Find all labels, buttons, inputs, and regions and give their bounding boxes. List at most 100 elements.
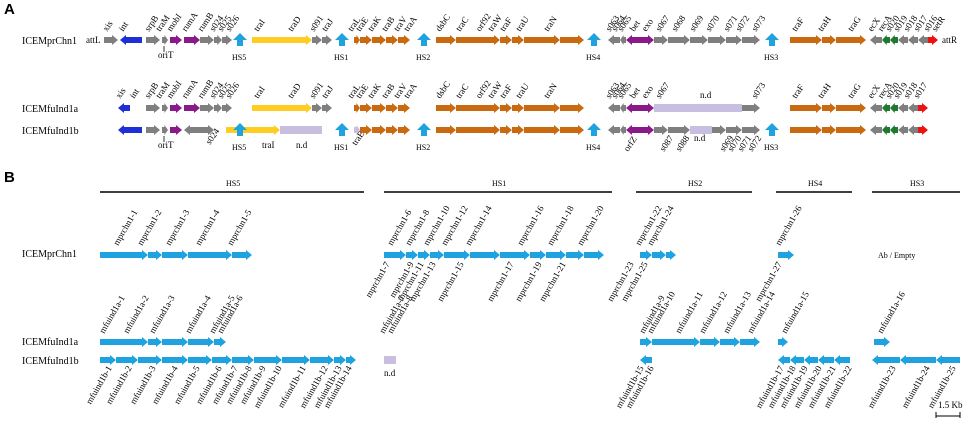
gene-arrow [652, 250, 666, 260]
hotspot-arrow [587, 33, 601, 46]
gene-arrow [900, 355, 936, 365]
gene-arrow [436, 125, 456, 135]
gene-label: s088 [673, 133, 691, 153]
hotspot-label: HS1 [334, 53, 348, 62]
gene-arrow [212, 355, 232, 365]
hotspot-arrow [335, 33, 349, 46]
gene-arrow [790, 35, 822, 45]
gene-label: s070 [703, 13, 721, 33]
gene-label: mprchn1-4 [193, 207, 222, 247]
gene-label: traU [513, 14, 531, 33]
gene-arrow [372, 103, 386, 113]
gene-arrow [742, 125, 760, 135]
gene-arrow [148, 337, 162, 347]
gene-arrow [620, 103, 626, 113]
gene-arrow [146, 35, 160, 45]
gene-arrow [712, 125, 726, 135]
gene-label: traH [815, 81, 833, 100]
gene-arrow [430, 250, 444, 260]
gene-arrow [822, 125, 836, 135]
gene-arrow [500, 125, 512, 135]
gene-arrow [188, 355, 212, 365]
gene-label: traD [285, 14, 303, 33]
gene-label: rumA [179, 77, 200, 100]
gene-label: mfuind1b-23 [866, 364, 898, 410]
nd-label: n.d [296, 140, 308, 150]
gene-arrow [184, 35, 200, 45]
gene-label: mprchn1-16 [515, 203, 546, 247]
gene-arrow [512, 103, 524, 113]
gene-arrow [882, 103, 890, 113]
gene-arrow [512, 35, 524, 45]
gene-arrow [200, 103, 214, 113]
region-label: HS5 [226, 179, 240, 188]
gene-arrow [200, 35, 214, 45]
oriT-label: oriT [158, 140, 174, 150]
gene-arrow [608, 35, 620, 45]
gene-arrow [872, 355, 900, 365]
panel-label-b: B [4, 169, 15, 186]
gene-arrow [312, 35, 322, 45]
gene-arrow [918, 103, 928, 113]
gene-arrow [836, 103, 866, 113]
gene-arrow [898, 125, 908, 135]
gene-arrow [898, 103, 908, 113]
hotspot-arrow [765, 33, 779, 46]
gene-arrow [470, 250, 500, 260]
gene-arrow [360, 125, 372, 135]
gene-arrow [322, 103, 332, 113]
empty-label: Ab / Empty [878, 251, 915, 260]
gene-label: mprchn1-18 [545, 203, 576, 247]
region-label: HS3 [910, 179, 924, 188]
gene-arrow [232, 250, 252, 260]
gene-arrow [908, 103, 918, 113]
gene-arrow [118, 103, 130, 113]
gene-arrow [222, 103, 232, 113]
gene-arrow [372, 35, 386, 45]
gene-arrow [200, 125, 214, 135]
gene-arrow [444, 250, 470, 260]
gene-arrow [918, 35, 928, 45]
gene-arrow [346, 355, 356, 365]
gene-arrow [100, 355, 116, 365]
gene-arrow [560, 103, 584, 113]
not-determined-block [654, 104, 742, 112]
gene-arrow [310, 355, 334, 365]
scale-label: 1.5 Kb [938, 400, 963, 410]
gene-arrow [354, 35, 360, 45]
gene-arrow [500, 250, 530, 260]
gene-label: traG [845, 14, 863, 33]
region-label: HS4 [808, 179, 822, 188]
gene-arrow [222, 35, 232, 45]
gene-arrow [742, 35, 760, 45]
nd-label: n.d [694, 133, 706, 143]
gene-arrow [870, 103, 882, 113]
gene-arrow [742, 103, 760, 113]
gene-arrow [882, 35, 890, 45]
gene-arrow [384, 250, 406, 260]
gene-arrow [118, 125, 142, 135]
gene-arrow [386, 35, 398, 45]
gene-label: s073 [749, 80, 767, 100]
gene-arrow [870, 35, 882, 45]
gene-arrow [834, 355, 850, 365]
gene-label: n.d [700, 90, 712, 100]
gene-label: traN [541, 81, 559, 100]
gene-arrow [874, 337, 890, 347]
gene-arrow [638, 35, 654, 45]
hotspot-label: HS1 [334, 143, 348, 152]
gene-arrow [818, 355, 834, 365]
gene-arrow [638, 103, 654, 113]
gene-arrow [170, 35, 182, 45]
gene-arrow [162, 35, 168, 45]
nd-label: n.d [384, 368, 396, 378]
gene-arrow [184, 125, 200, 135]
gene-arrow [120, 35, 142, 45]
gene-arrow [360, 103, 372, 113]
gene-arrow [652, 337, 700, 347]
gene-label: xis [113, 85, 128, 100]
gene-arrow [354, 125, 360, 135]
gene-arrow [100, 337, 148, 347]
gene-arrow [654, 125, 668, 135]
gene-arrow [282, 355, 310, 365]
